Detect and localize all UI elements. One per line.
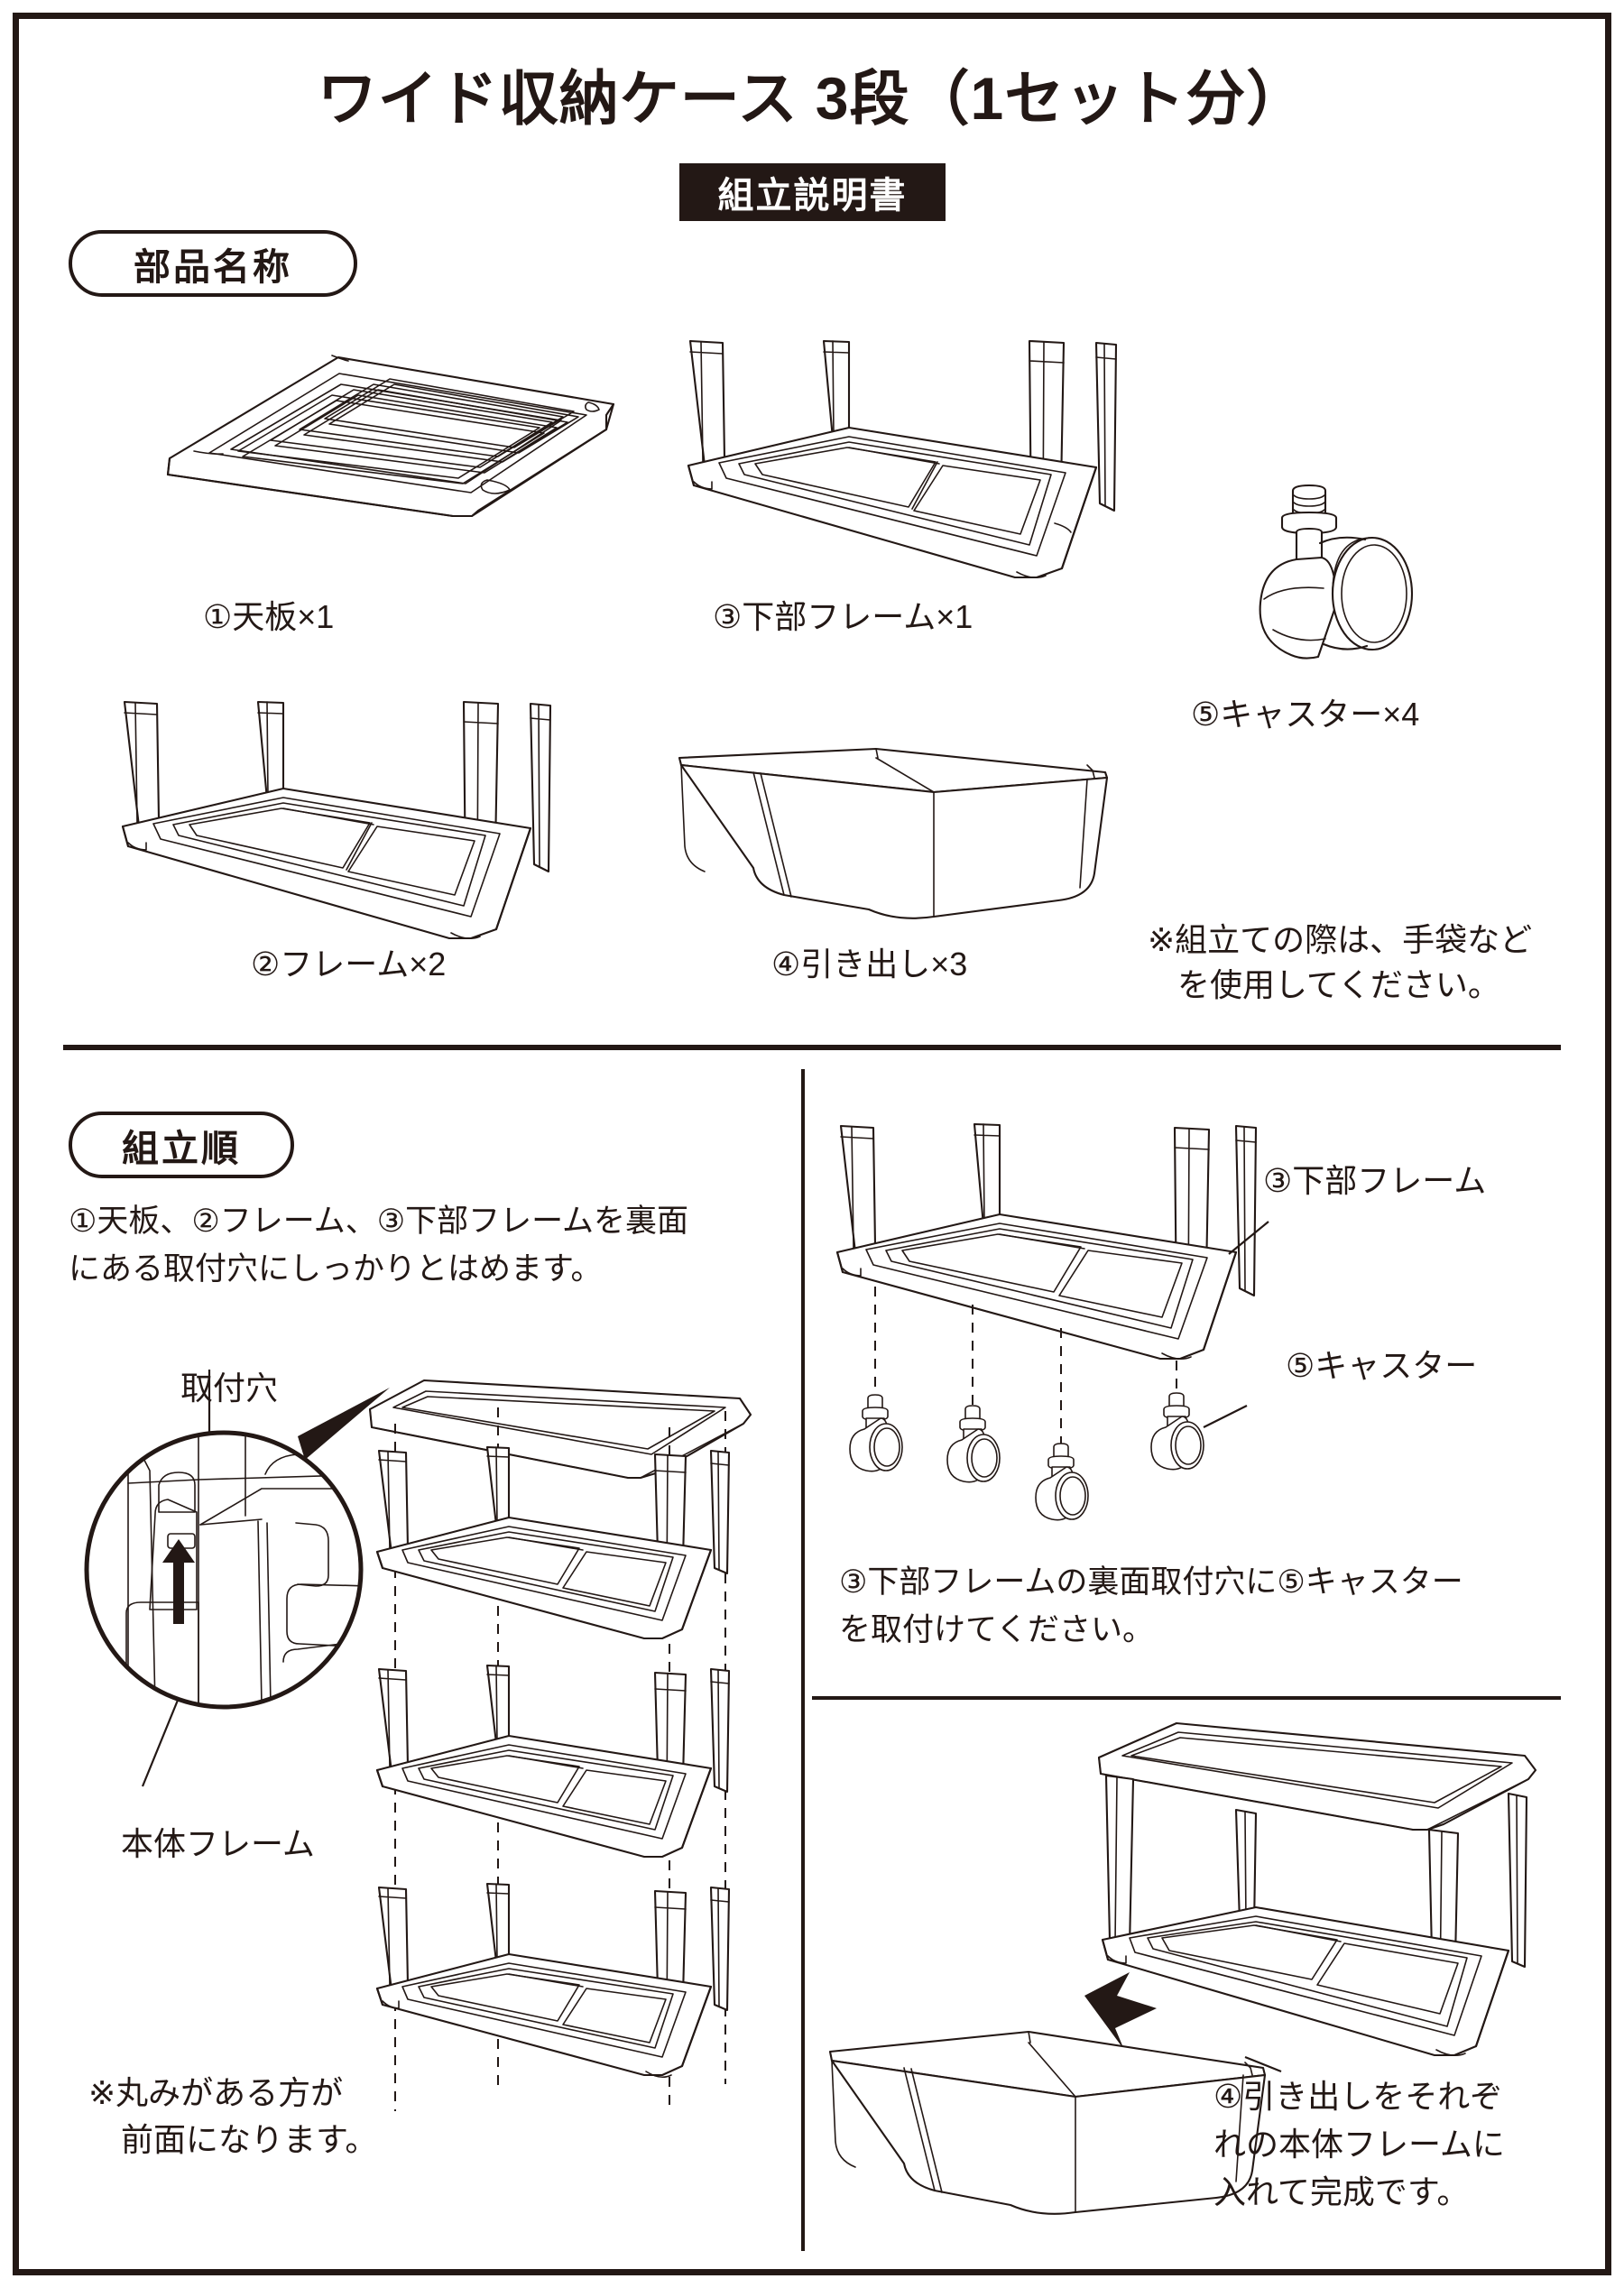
drawer-illustration (663, 738, 1123, 946)
part-label-4: ④引き出し×3 (771, 946, 968, 983)
caster-small-1 (849, 1394, 903, 1472)
caster-callout-label: ⑤キャスター (1286, 1347, 1478, 1384)
lower-frame-illustration (672, 332, 1141, 594)
step1-line1: ①天板、②フレーム、③下部フレームを裏面 (69, 1204, 689, 1239)
part-label-1: ①天板×1 (203, 598, 335, 635)
stack-frame-1 (375, 1445, 731, 1640)
step3-line2: れの本体フレームに (1213, 2126, 1505, 2163)
manual-badge: 組立説明書 (679, 163, 946, 221)
drawer-insert-diagram (812, 1714, 1552, 2219)
top-board-illustration (144, 343, 632, 586)
section-divider (63, 1045, 1561, 1050)
stack-top-board (368, 1379, 752, 1480)
caster-illustration (1241, 478, 1457, 677)
mounting-hole-detail-circle (72, 1370, 397, 1804)
stack-lower-frame (375, 1882, 731, 2079)
stacking-diagram (361, 1371, 776, 2156)
page-title: ワイド収納ケース 3段（1セット分） (317, 65, 1307, 132)
drawer-box (828, 2030, 1267, 2215)
step3-line3: 入れて完成です。 (1213, 2173, 1470, 2210)
lower-frame-callout-label: ③下部フレーム (1263, 1162, 1487, 1199)
column-divider (801, 1069, 805, 2251)
step2-line2: を取付けてください。 (839, 1612, 1154, 1647)
stack-frame-2 (375, 1664, 731, 1859)
front-note-line1: ※丸みがある方が (88, 2074, 344, 2111)
assembled-frame (1097, 1721, 1537, 2057)
steps-section-heading: 組立順 (69, 1112, 294, 1178)
right-column-divider (812, 1696, 1561, 1700)
page-border (13, 13, 1611, 2275)
mounting-hole-label: 取付穴 (180, 1370, 279, 1407)
caster-small-4 (1150, 1392, 1204, 1471)
caster-attach-diagram (821, 1119, 1269, 1521)
glove-note-line2: を使用してください。 (1177, 966, 1500, 1003)
part-label-3: ③下部フレーム×1 (713, 598, 973, 635)
step3-line1: ④引き出しをそれぞ (1213, 2078, 1503, 2115)
frame-illustration (108, 431, 577, 940)
body-frame-label: 本体フレーム (121, 1825, 315, 1862)
part-label-2: ②フレーム×2 (251, 946, 447, 983)
step2-line1: ③下部フレームの裏面取付穴に⑤キャスター (839, 1564, 1463, 1600)
caster-small-2 (946, 1405, 1001, 1483)
part-label-5: ⑤キャスター×4 (1191, 696, 1420, 733)
caster-small-3 (1035, 1443, 1089, 1521)
glove-note-line1: ※組立ての際は、手袋など (1148, 921, 1533, 958)
step1-line2: にある取付穴にしっかりとはめます。 (69, 1251, 603, 1287)
parts-section-heading: 部品名称 (69, 230, 357, 297)
front-note-line2: 前面になります。 (121, 2121, 378, 2158)
